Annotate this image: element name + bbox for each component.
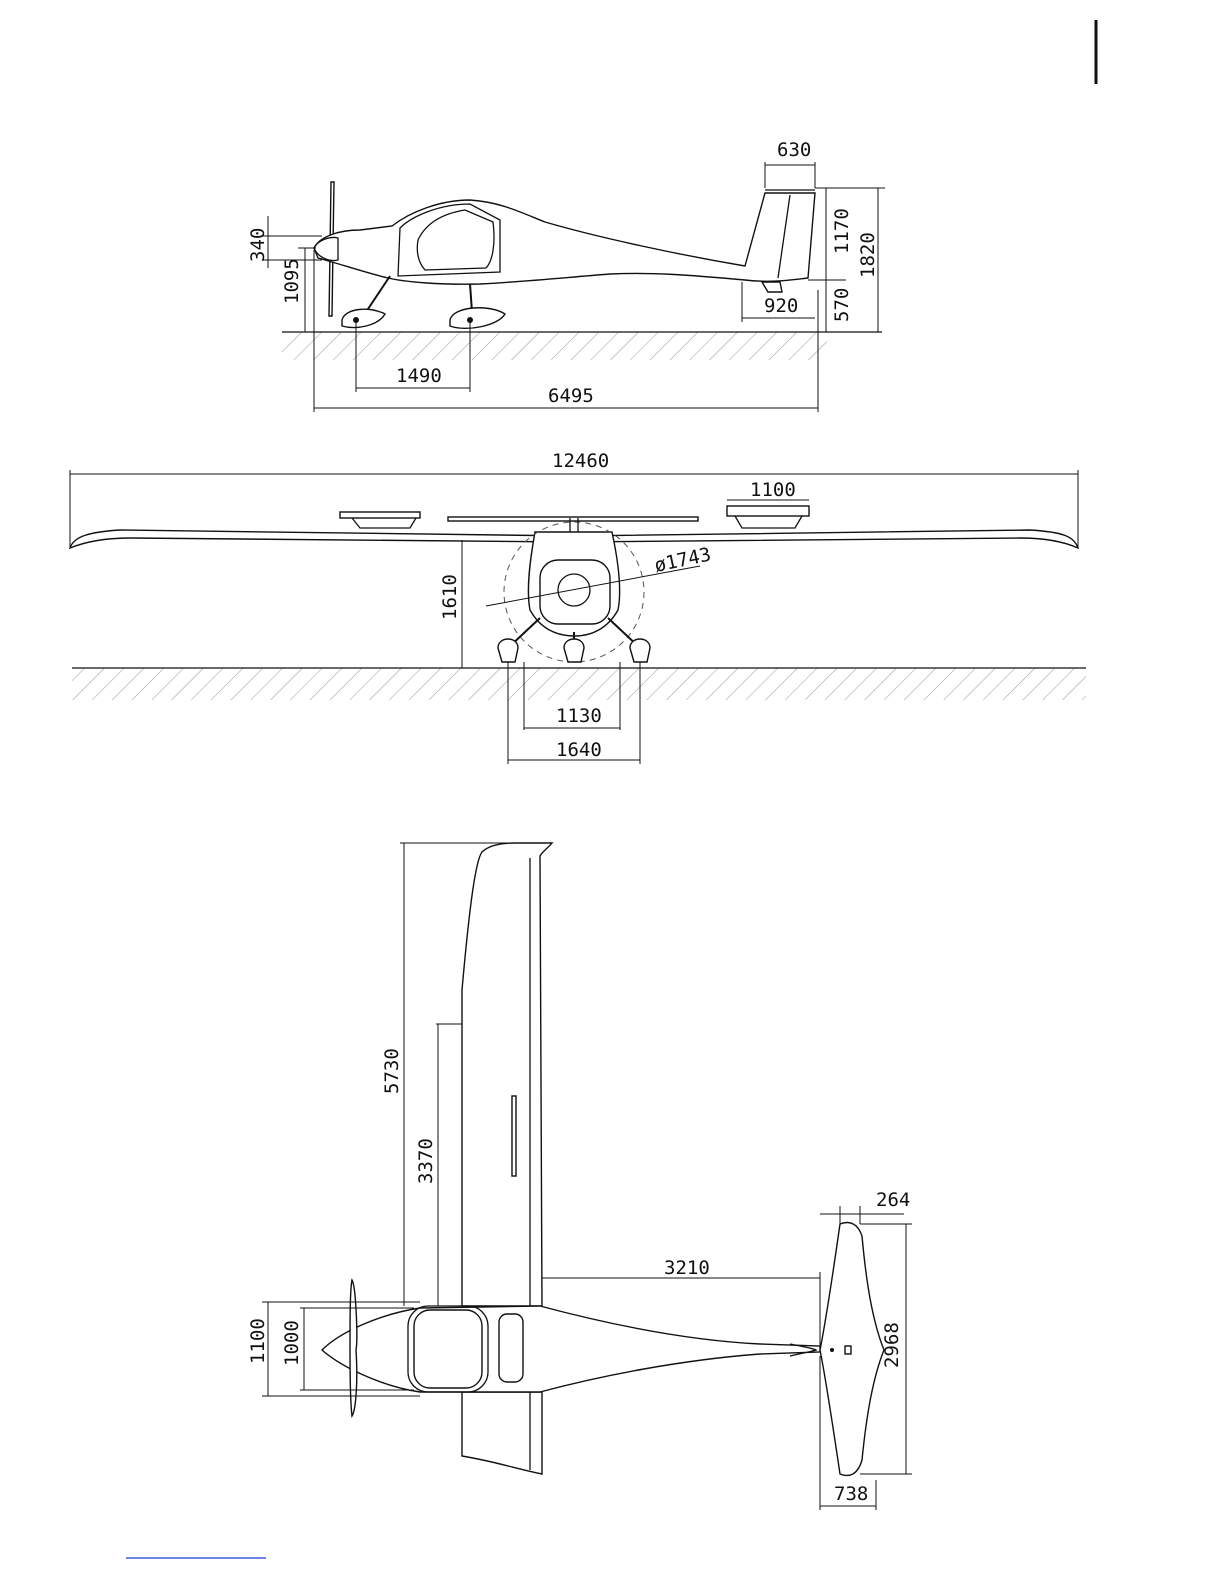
stabilizer-pivot	[830, 1348, 834, 1352]
nose-wheel-front	[564, 639, 584, 662]
dim-tail-chord: 630	[777, 139, 811, 161]
canopy-top	[414, 1310, 482, 1388]
dim-track-inner: 1130	[556, 705, 602, 727]
dim-wheelbase: 1490	[396, 365, 442, 387]
right-flap-fairing	[727, 506, 809, 516]
front-view: 12460 1100 ø1743 1610 1130 1640	[70, 450, 1086, 764]
side-view: 630 340 1095 1170 1820 570 920 1490 6495	[247, 139, 885, 412]
cockpit-front	[540, 560, 610, 624]
elevator-trim-tab	[845, 1346, 851, 1354]
ground-hatch	[282, 332, 827, 360]
dim-track-outer: 1640	[556, 739, 602, 761]
right-wheel-front	[630, 639, 650, 662]
left-wheel-front	[498, 639, 518, 662]
dim-elevator-chord: 264	[876, 1189, 910, 1211]
dim-wing-semispan: 5730	[381, 1048, 403, 1094]
tail-skid	[762, 282, 782, 292]
left-flap-fairing	[340, 512, 420, 518]
dim-cockpit-width: 1000	[281, 1320, 303, 1366]
dim-tail-clearance: 570	[831, 288, 853, 322]
dim-wing-to-tail: 3210	[664, 1257, 710, 1279]
dim-tail-base: 920	[764, 295, 798, 317]
ground-hatch-front	[72, 668, 1086, 700]
airbrake-slot	[512, 1096, 516, 1176]
dim-stabilizer-root-chord: 738	[834, 1483, 868, 1505]
dim-stabilizer-span-front: 1100	[750, 479, 796, 501]
fuselage-top	[322, 1306, 820, 1392]
dim-length: 6495	[548, 385, 594, 407]
dim-fuselage-width: 1100	[247, 1318, 269, 1364]
dim-fin-height: 1170	[831, 208, 853, 254]
fuselage-side	[314, 193, 815, 284]
dim-prop-hub-height: 340	[247, 228, 269, 262]
dim-stabilizer-span: 2968	[881, 1322, 903, 1368]
stabilizer-front	[448, 517, 698, 521]
horizontal-stabilizer	[820, 1223, 884, 1476]
dim-propeller-diameter: ø1743	[652, 543, 713, 576]
dim-wing-height: 1610	[439, 574, 461, 620]
wing-top	[462, 843, 552, 1306]
dim-wingspan: 12460	[552, 450, 609, 472]
dim-nose-to-ground: 1095	[281, 258, 303, 304]
rear-window-top	[499, 1314, 523, 1382]
dim-flap-length: 3370	[415, 1138, 437, 1184]
dim-total-height: 1820	[857, 232, 879, 278]
nose-wheel-fairing	[342, 309, 385, 327]
top-view: 5730 3370 3210 264 2968 738 1100 1000	[247, 843, 912, 1510]
main-wheel-fairing	[450, 308, 505, 329]
